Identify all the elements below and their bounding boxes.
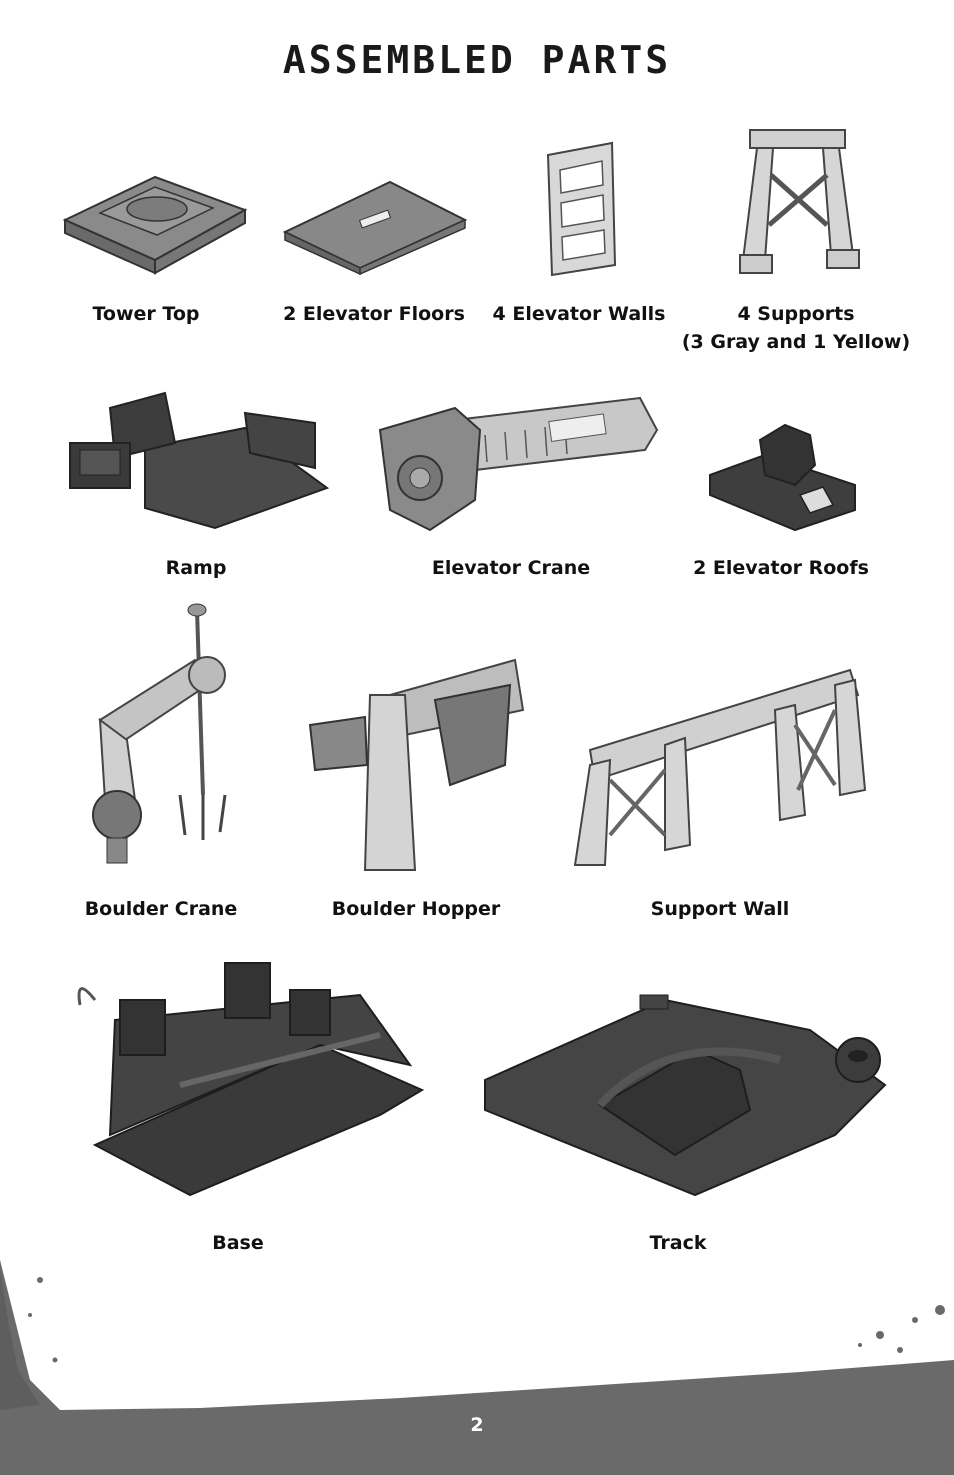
part-label-ramp: Ramp <box>165 557 227 579</box>
support-illustration <box>739 129 860 274</box>
boulder-crane-illustration <box>92 603 227 864</box>
elevator-wall-illustration <box>546 141 617 277</box>
part-label-boulder-crane: Boulder Crane <box>84 898 238 920</box>
ramp-illustration <box>69 391 330 530</box>
page-number: 2 <box>470 1414 484 1436</box>
part-label-supports-detail: (3 Gray and 1 Yellow) <box>681 331 911 353</box>
part-label-support-wall: Support Wall <box>650 898 790 920</box>
base-illustration <box>77 962 425 1197</box>
part-label-base: Base <box>212 1232 264 1254</box>
part-label-elevator-floors: 2 Elevator Floors <box>283 303 465 325</box>
support-wall-illustration <box>573 668 867 866</box>
part-label-tower-top: Tower Top <box>92 303 200 325</box>
elevator-floor-illustration <box>282 180 468 275</box>
boulder-hopper-illustration <box>308 658 525 871</box>
track-illustration <box>484 994 887 1197</box>
part-label-track: Track <box>649 1232 707 1254</box>
part-label-elevator-crane: Elevator Crane <box>431 557 591 579</box>
elevator-roof-illustration <box>709 423 856 532</box>
grunge-footer-band <box>0 1260 954 1475</box>
page-title: ASSEMBLED PARTS <box>282 38 672 82</box>
part-label-boulder-hopper: Boulder Hopper <box>331 898 501 920</box>
elevator-crane-illustration <box>378 396 659 532</box>
part-label-supports: 4 Supports <box>737 303 855 325</box>
tower-top-illustration <box>62 175 248 275</box>
part-label-elevator-walls: 4 Elevator Walls <box>492 303 666 325</box>
part-label-elevator-roofs: 2 Elevator Roofs <box>693 557 869 579</box>
